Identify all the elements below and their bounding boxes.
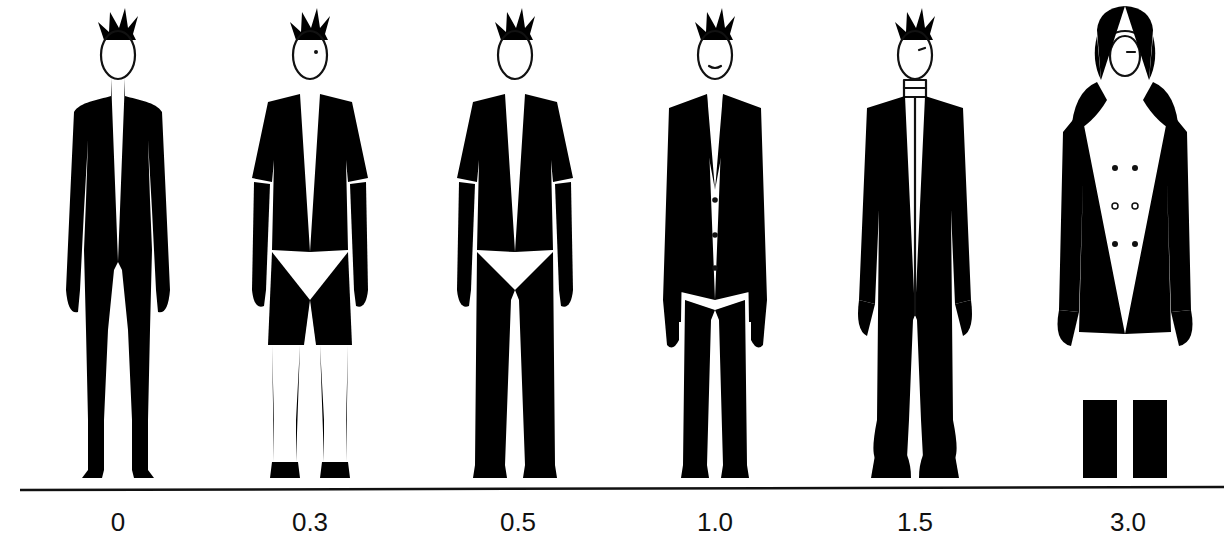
clo-value: 0.5: [473, 508, 563, 537]
ground-line: [20, 487, 1224, 490]
clo-value: 3.0: [1083, 508, 1173, 537]
trousers-figure: [457, 8, 573, 478]
nude-figure: [66, 8, 170, 478]
suit-figure: [663, 8, 767, 478]
clo-value: 0.3: [265, 508, 355, 537]
clo-value: 1.5: [870, 508, 960, 537]
clo-value: 1.0: [670, 508, 760, 537]
coverall-figure: [858, 8, 972, 478]
clo-value: 0: [73, 508, 163, 537]
winter-coat-figure: [1058, 6, 1193, 478]
shorts-figure: [252, 8, 368, 478]
